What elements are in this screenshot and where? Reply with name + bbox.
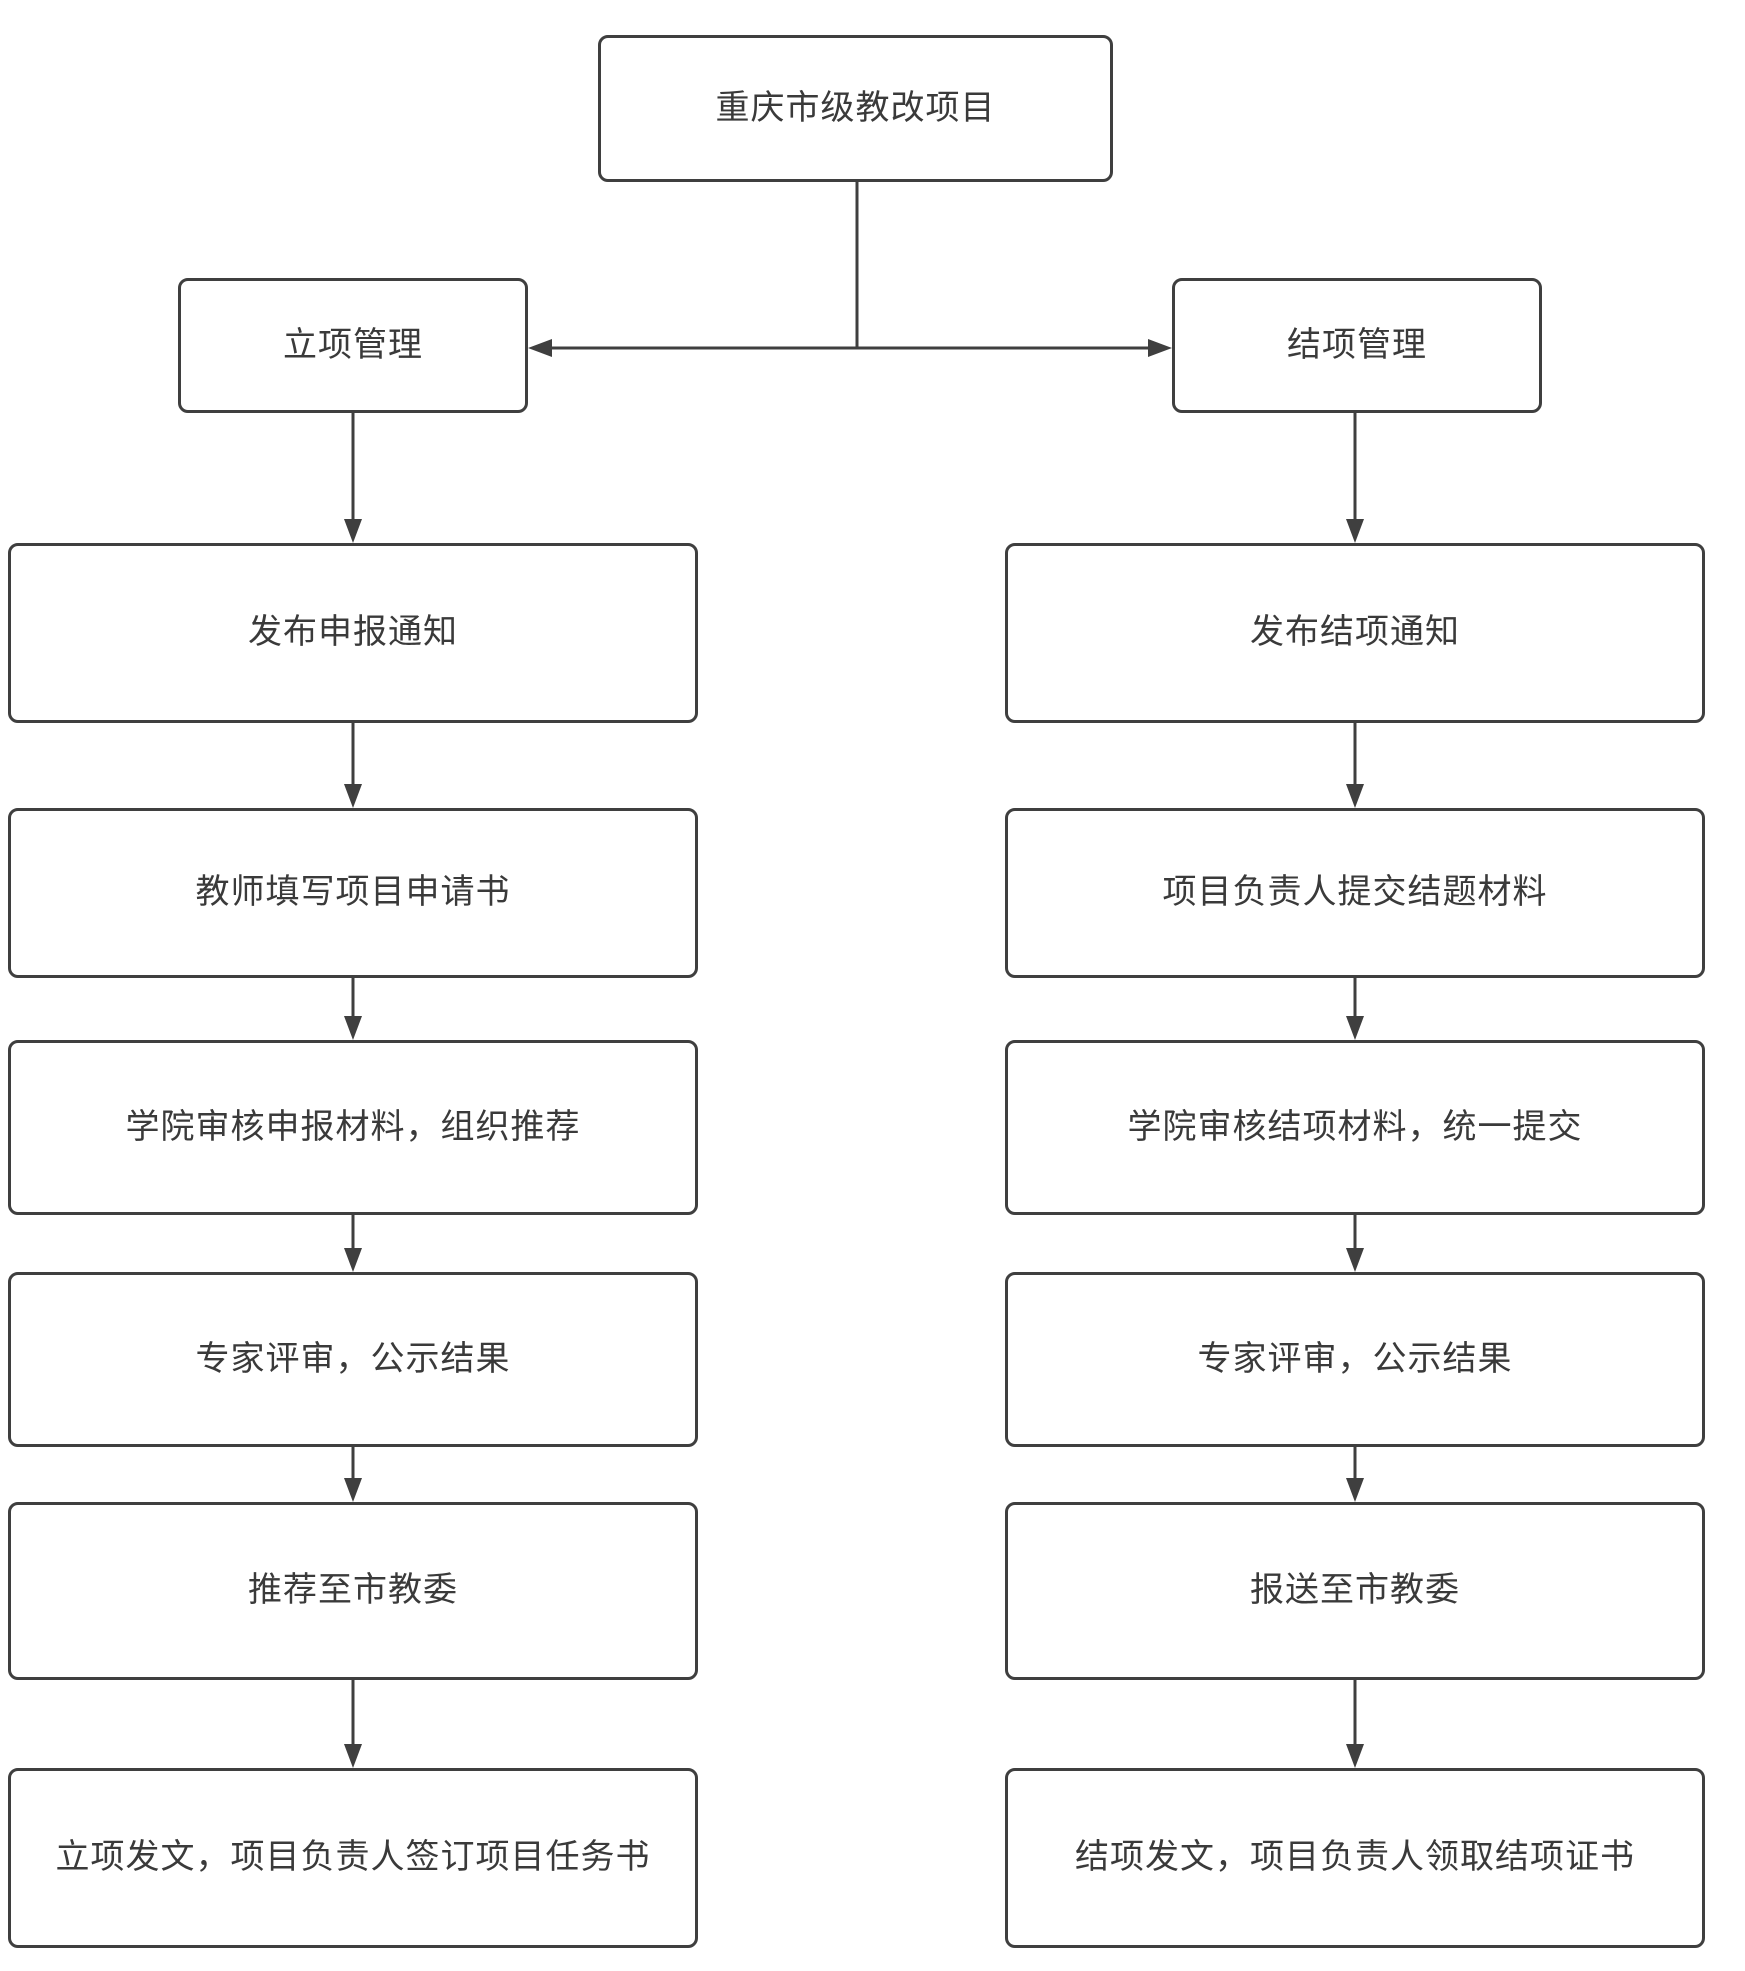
node-submit-to-education-commission: 报送至市教委 bbox=[1005, 1502, 1705, 1680]
arrowhead-down-icon bbox=[344, 1478, 362, 1502]
arrowhead-down-icon bbox=[344, 519, 362, 543]
arrowhead-down-icon bbox=[344, 1744, 362, 1768]
left-column-arrows bbox=[344, 413, 362, 1768]
trunk-connector bbox=[528, 182, 1172, 357]
arrowhead-down-icon bbox=[1346, 1478, 1364, 1502]
node-recommend-to-education-commission: 推荐至市教委 bbox=[8, 1502, 698, 1680]
node-project-root: 重庆市级教改项目 bbox=[598, 35, 1113, 182]
node-teacher-fill-application: 教师填写项目申请书 bbox=[8, 808, 698, 978]
arrowhead-down-icon bbox=[1346, 784, 1364, 808]
arrowhead-down-icon bbox=[1346, 519, 1364, 543]
arrowhead-left-icon bbox=[528, 339, 552, 357]
right-column-arrows bbox=[1346, 413, 1364, 1768]
node-college-review-conclusion-materials: 学院审核结项材料，统一提交 bbox=[1005, 1040, 1705, 1215]
arrowhead-down-icon bbox=[1346, 1016, 1364, 1040]
node-expert-review-publicity-left: 专家评审，公示结果 bbox=[8, 1272, 698, 1447]
arrowhead-down-icon bbox=[344, 1248, 362, 1272]
node-college-review-application: 学院审核申报材料，组织推荐 bbox=[8, 1040, 698, 1215]
node-project-initiation-management: 立项管理 bbox=[178, 278, 528, 413]
arrowhead-right-icon bbox=[1148, 339, 1172, 357]
node-leader-submit-conclusion-materials: 项目负责人提交结题材料 bbox=[1005, 808, 1705, 978]
arrowhead-down-icon bbox=[344, 1016, 362, 1040]
node-initiation-document-sign-task-book: 立项发文，项目负责人签订项目任务书 bbox=[8, 1768, 698, 1948]
node-conclusion-document-receive-certificate: 结项发文，项目负责人领取结项证书 bbox=[1005, 1768, 1705, 1948]
node-publish-application-notice: 发布申报通知 bbox=[8, 543, 698, 723]
arrowhead-down-icon bbox=[1346, 1248, 1364, 1272]
node-expert-review-publicity-right: 专家评审，公示结果 bbox=[1005, 1272, 1705, 1447]
node-project-conclusion-management: 结项管理 bbox=[1172, 278, 1542, 413]
node-publish-conclusion-notice: 发布结项通知 bbox=[1005, 543, 1705, 723]
arrowhead-down-icon bbox=[1346, 1744, 1364, 1768]
arrowhead-down-icon bbox=[344, 784, 362, 808]
